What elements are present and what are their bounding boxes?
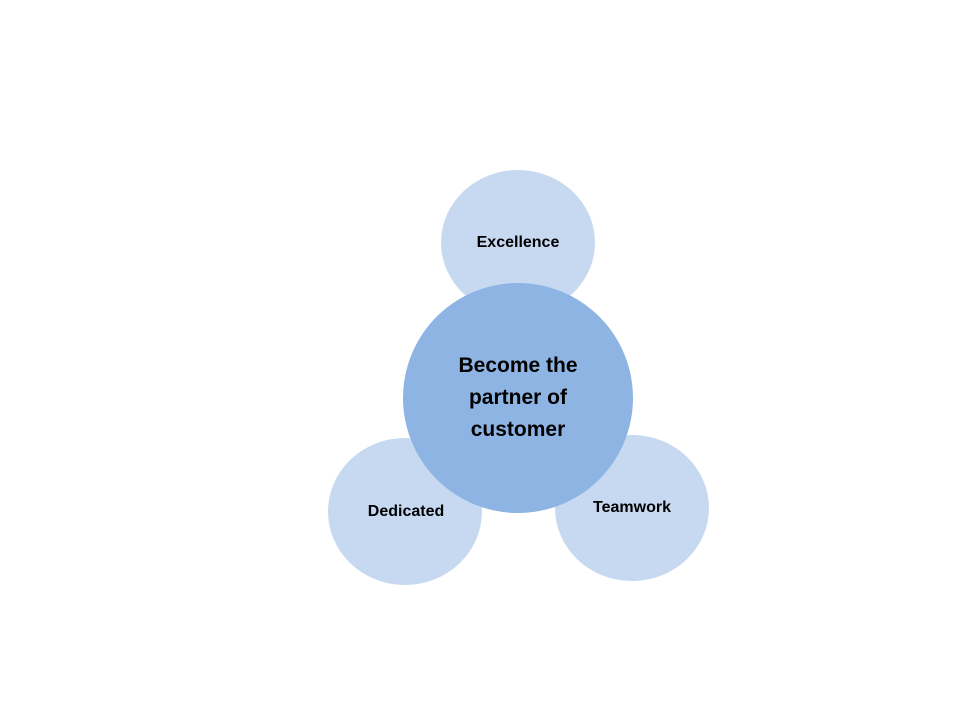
core-goal-circle: Become the partner of customer [403,283,633,513]
value-label-dedicated: Dedicated [367,502,445,520]
core-goal-text: Become the partner of customer [458,350,577,446]
core-goal-line-1: Become the [458,354,578,377]
value-label-teamwork: Teamwork [593,499,671,516]
core-goal-line-2: partner of [468,386,567,409]
core-goal-line-3: customer [470,418,566,441]
value-circle-teamwork: Teamwork [555,435,709,581]
value-label-excellence: Excellence [476,233,560,251]
